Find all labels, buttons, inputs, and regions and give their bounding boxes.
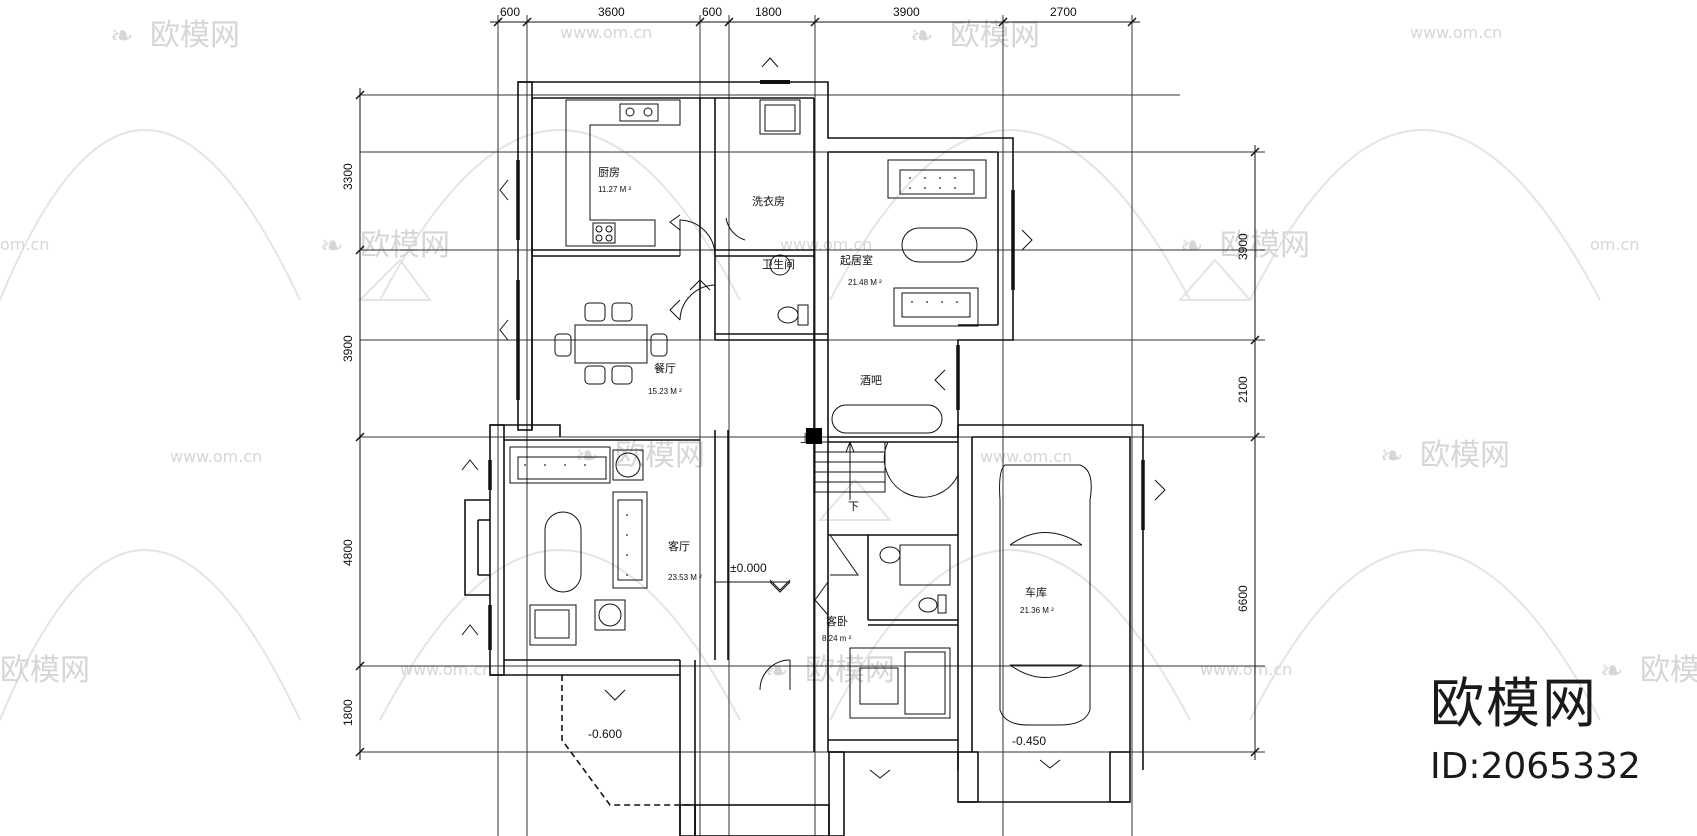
room-toilet-name: 卫生间 [762, 257, 795, 271]
watermark-logo-8: ❧ 欧模网 [765, 653, 895, 688]
watermark-layer [0, 129, 1601, 721]
watermark-logo-9: ❧ 欧模网 [1600, 653, 1697, 688]
svg-text:❧: ❧ [1380, 439, 1403, 472]
svg-text:欧模网: 欧模网 [615, 438, 705, 473]
svg-text:❧: ❧ [765, 654, 788, 687]
dim-top-6: 2700 [1050, 5, 1077, 19]
dim-top-5: 3900 [893, 5, 920, 19]
room-garage-area: 21.36 M ² [1020, 606, 1054, 615]
room-laundry-name: 洗衣房 [752, 194, 785, 208]
room-guest-area: 8.24 m ² [822, 634, 852, 643]
room-living-name: 起居室 [840, 253, 873, 267]
window-markers [461, 57, 1166, 779]
svg-text:欧模网: 欧模网 [360, 228, 450, 263]
svg-text:欧模网: 欧模网 [950, 18, 1040, 53]
dim-right-3: 6600 [1236, 585, 1250, 612]
structural-column [806, 428, 822, 444]
watermark-logo-2: ❧ 欧模网 [910, 18, 1040, 53]
brand-id: ID:2065332 [1430, 746, 1641, 787]
dim-right-1: 3900 [1236, 233, 1250, 260]
watermark-url-4: www.om.cn [780, 235, 872, 254]
stair-down-label: 下 [848, 500, 859, 513]
watermark-url-7: www.om.cn [980, 447, 1072, 466]
room-kitchen-area: 11.27 M ² [598, 185, 632, 194]
svg-text:❧: ❧ [575, 439, 598, 472]
furniture [509, 99, 1092, 726]
level-garage: -0.450 [1012, 734, 1046, 748]
watermark-url-6: www.om.cn [170, 447, 262, 466]
watermark-url-9: www.om.cn [1200, 660, 1292, 679]
dim-left-1: 3300 [341, 163, 355, 190]
stair-up-label: 上 [800, 432, 811, 445]
dim-right-2: 2100 [1236, 376, 1250, 403]
dim-top-1: 600 [500, 5, 520, 19]
room-living-area: 21.48 M ² [848, 278, 882, 287]
dim-left-3: 4800 [341, 539, 355, 566]
svg-text:欧模网: 欧模网 [1220, 228, 1310, 263]
svg-text:❧: ❧ [910, 19, 933, 52]
dim-top-4: 1800 [755, 5, 782, 19]
level-main: ±0.000 [730, 561, 767, 575]
watermark-logo-7: 欧模网 [0, 653, 90, 688]
svg-text:❧: ❧ [110, 19, 133, 52]
level-marks [715, 581, 791, 593]
svg-text:欧模网: 欧模网 [1420, 438, 1510, 473]
svg-text:欧模网: 欧模网 [150, 18, 240, 53]
room-bar-name: 酒吧 [860, 374, 882, 387]
svg-text:欧模网: 欧模网 [0, 653, 90, 688]
watermark-url-5: om.cn [1590, 235, 1639, 254]
room-kitchen-name: 厨房 [598, 166, 620, 179]
upholstery-dots [524, 177, 958, 576]
room-garage-name: 车库 [1025, 585, 1047, 599]
dim-left-4: 1800 [341, 699, 355, 726]
dim-top-3: 600 [702, 5, 722, 19]
watermark-logo-3: ❧ 欧模网 [320, 228, 450, 263]
watermark-url-1: www.om.cn [560, 23, 652, 42]
level-entry: -0.600 [588, 727, 622, 741]
room-parlor-area: 23.53 M ² [668, 573, 702, 582]
dim-left-2: 3900 [341, 335, 355, 362]
watermark-logo-1: ❧ 欧模网 [110, 18, 240, 53]
room-parlor-name: 客厅 [668, 539, 690, 553]
room-dining-name: 餐厅 [654, 361, 676, 375]
dim-top-2: 3600 [598, 5, 625, 19]
room-dining-area: 15.23 M ² [648, 387, 682, 396]
dimension-lines [355, 17, 1260, 760]
svg-text:❧: ❧ [1180, 229, 1203, 262]
svg-text:欧模网: 欧模网 [1640, 653, 1697, 688]
watermark-url-3: om.cn [0, 235, 49, 254]
room-guest-name: 客卧 [826, 614, 848, 628]
watermark-url-8: www.om.cn [400, 660, 492, 679]
watermark-logo-4: ❧ 欧模网 [1180, 228, 1310, 263]
stairs [814, 441, 886, 500]
watermark-url-2: www.om.cn [1410, 23, 1502, 42]
svg-text:❧: ❧ [320, 229, 343, 262]
walls [464, 80, 1145, 836]
watermark-logo-6: ❧ 欧模网 [1380, 438, 1510, 473]
svg-text:❧: ❧ [1600, 654, 1623, 687]
brand-name: 欧模网 [1430, 672, 1598, 735]
doors [679, 217, 959, 691]
